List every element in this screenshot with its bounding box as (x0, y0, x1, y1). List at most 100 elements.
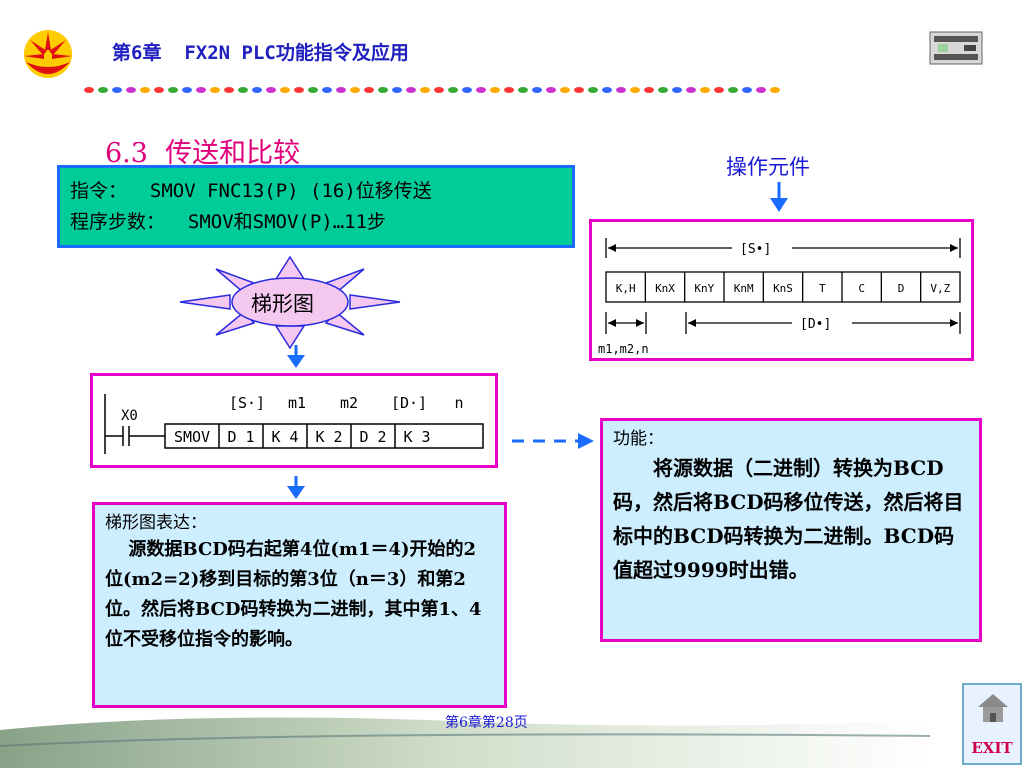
divider-dot (644, 87, 654, 93)
arrow-right-icon (512, 433, 594, 449)
operand-cell: K,H (616, 282, 636, 295)
ladder-header-label: [S·] (229, 394, 265, 412)
company-logo-icon (24, 30, 72, 78)
operand-cell: KnS (773, 282, 793, 295)
divider-dot (98, 87, 108, 93)
ladder-explanation-label: 梯形图表达： (105, 513, 207, 533)
ladder-cell: K 2 (315, 428, 342, 446)
divider-dot (364, 87, 374, 93)
function-label: 功能： (613, 429, 664, 449)
divider-dot (420, 87, 430, 93)
ladder-cell: D 2 (359, 428, 386, 446)
params-label: m1,m2,n (598, 342, 649, 356)
function-text: 将源数据（二进制）转换为BCD码，然后将BCD码移位传送，然后将目标中的BCD码… (613, 456, 964, 582)
divider-dot (112, 87, 122, 93)
instruction-line: 指令： SMOV FNC13(P) (16)位移传送 (70, 180, 432, 202)
function-description-box: 功能： 将源数据（二进制）转换为BCD码，然后将BCD码移位传送，然后将目标中的… (600, 418, 982, 642)
divider-dot (266, 87, 276, 93)
operand-elements-label: 操作元件 (726, 155, 810, 179)
chapter-title: 第6章 FX2N PLC功能指令及应用 (112, 42, 409, 64)
divider-dot (280, 87, 290, 93)
divider-dot (728, 87, 738, 93)
operand-cell: D (898, 282, 905, 295)
divider-dot (378, 87, 388, 93)
ladder-explanation-text: 源数据BCD码右起第4位(m1＝4)开始的2位(m2=2)移到目标的第3位（n＝… (105, 539, 482, 650)
page-number: 第6章第28页 (445, 715, 528, 731)
divider-dot (658, 87, 668, 93)
decorative-divider (84, 87, 780, 93)
arrow-down-icon (287, 345, 305, 368)
divider-dot (294, 87, 304, 93)
arrow-down-icon (287, 476, 305, 499)
ladder-cell: K 4 (271, 428, 298, 446)
exit-label: EXIT (971, 739, 1013, 757)
divider-dot (546, 87, 556, 93)
divider-dot (490, 87, 500, 93)
operand-cell: T (819, 282, 826, 295)
footer-decoration (0, 717, 930, 768)
divider-dot (518, 87, 528, 93)
ladder-header-label: m2 (340, 394, 358, 412)
divider-dot (196, 87, 206, 93)
divider-dot (434, 87, 444, 93)
divider-dot (770, 87, 780, 93)
divider-dot (350, 87, 360, 93)
divider-dot (154, 87, 164, 93)
divider-dot (700, 87, 710, 93)
ladder-header-label: [D·] (391, 394, 427, 412)
divider-dot (322, 87, 332, 93)
operand-cell: C (858, 282, 865, 295)
operand-cell: KnM (734, 282, 754, 295)
divider-dot (224, 87, 234, 93)
src-operand-label: [S•] (740, 242, 771, 257)
ladder-cell: D 1 (227, 428, 254, 446)
divider-dot (84, 87, 94, 93)
divider-dot (560, 87, 570, 93)
divider-dot (126, 87, 136, 93)
arrow-down-icon (770, 182, 788, 212)
ladder-diagram-box: SMOV D 1 K 4 K 2 D 2 K 3 [S·] m1 m2 [D·] n X0 (90, 373, 498, 468)
ladder-diagram: SMOV D 1 K 4 K 2 D 2 K 3 [S·] m1 m2 [D·] n X0 (104, 394, 484, 454)
section-title: 6.3 传送和比较 (105, 138, 301, 169)
divider-dot (448, 87, 458, 93)
divider-dot (252, 87, 262, 93)
divider-dot (602, 87, 612, 93)
instruction-box: 指令： SMOV FNC13(P) (16)位移传送 程序步数： SMOV和SM… (57, 165, 575, 248)
divider-dot (588, 87, 598, 93)
home-icon (978, 694, 1008, 722)
instruction-steps-line: 程序步数： SMOV和SMOV(P)…11步 (70, 211, 387, 233)
divider-dot (168, 87, 178, 93)
ladder-diagram-label: 梯形图 (251, 292, 314, 316)
plc-device-icon (929, 31, 983, 65)
divider-dot (672, 87, 682, 93)
dst-operand-label: [D•] (800, 317, 831, 332)
ladder-explanation-box: 梯形图表达： 源数据BCD码右起第4位(m1＝4)开始的2位(m2=2)移到目标… (92, 502, 507, 708)
divider-dot (616, 87, 626, 93)
ladder-cell: SMOV (174, 428, 210, 446)
divider-dot (714, 87, 724, 93)
divider-dot (406, 87, 416, 93)
ladder-header-label: n (454, 394, 463, 412)
divider-dot (532, 87, 542, 93)
divider-dot (182, 87, 192, 93)
ladder-header-label: m1 (288, 394, 306, 412)
contact-x0-label: X0 (121, 408, 138, 424)
divider-dot (504, 87, 514, 93)
exit-button[interactable]: EXIT (962, 683, 1022, 765)
operand-cell: V,Z (930, 282, 950, 295)
divider-dot (462, 87, 472, 93)
divider-dot (630, 87, 640, 93)
divider-dot (476, 87, 486, 93)
divider-dot (686, 87, 696, 93)
operand-cell: KnX (655, 282, 675, 295)
divider-dot (756, 87, 766, 93)
divider-dot (574, 87, 584, 93)
divider-dot (336, 87, 346, 93)
divider-dot (238, 87, 248, 93)
ladder-diagram-star (179, 255, 401, 350)
divider-dot (210, 87, 220, 93)
divider-dot (308, 87, 318, 93)
ladder-cell: K 3 (403, 428, 430, 446)
